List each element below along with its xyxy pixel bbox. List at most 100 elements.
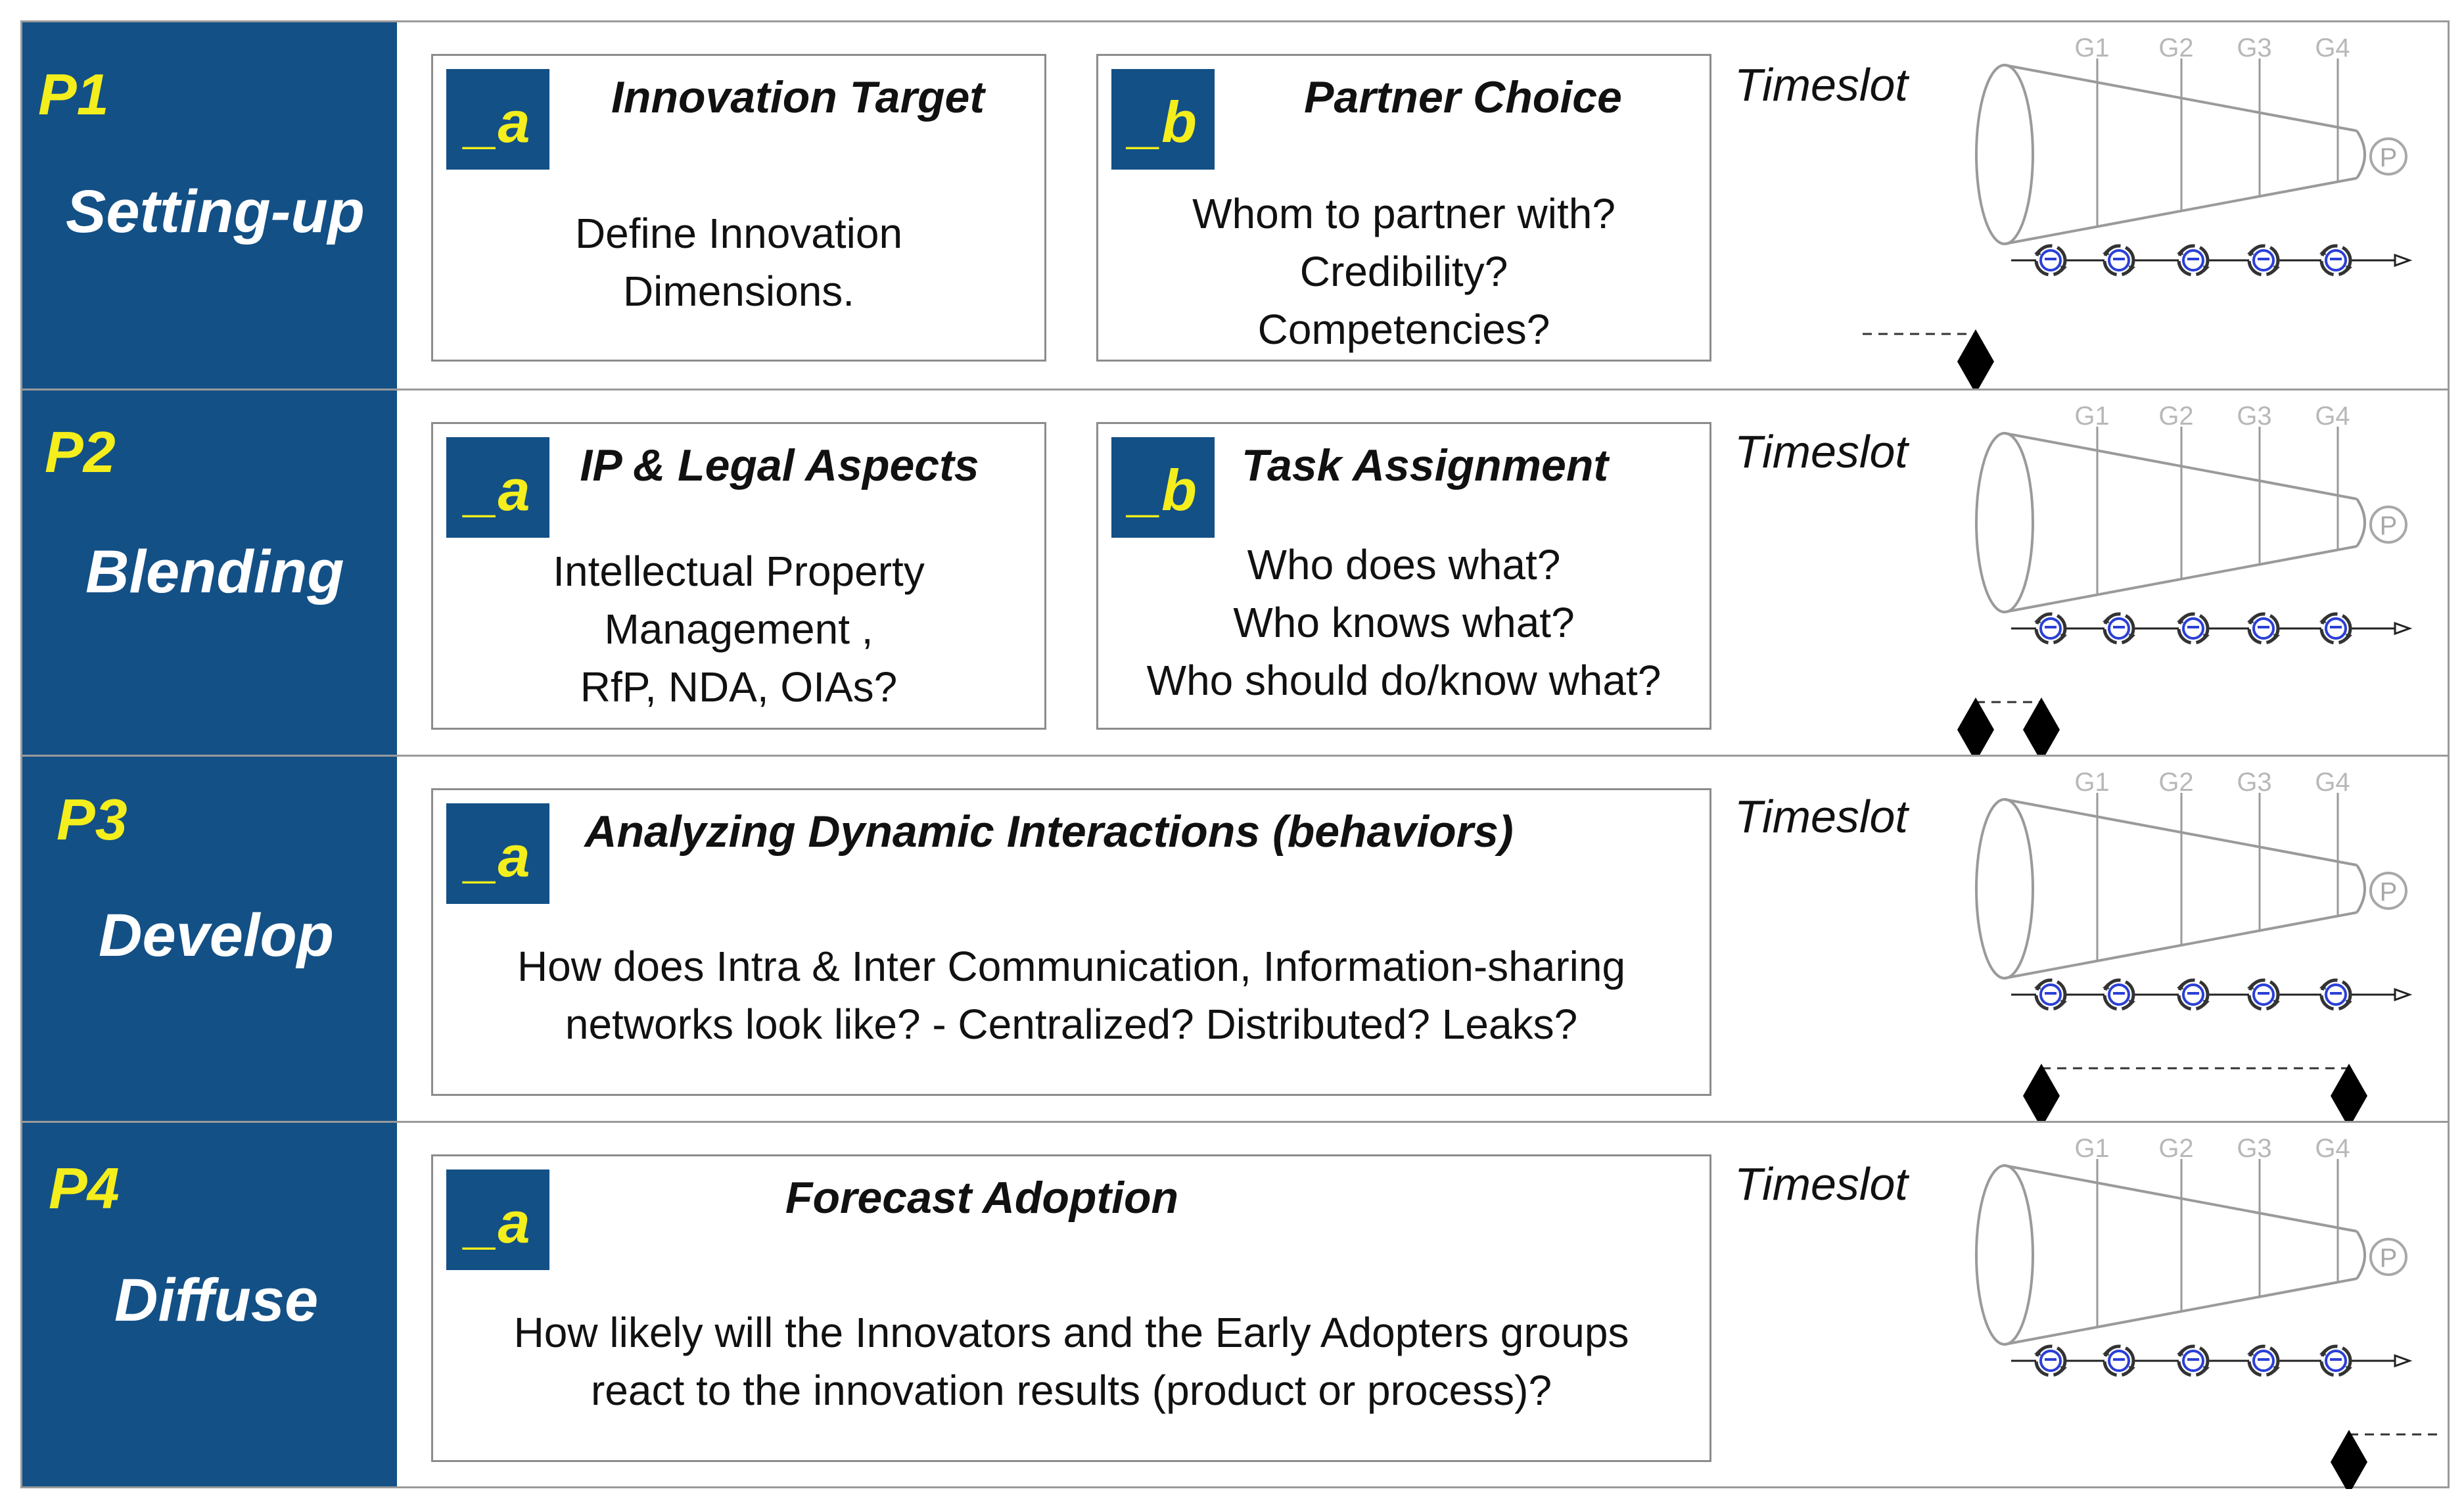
refresh-cycle-icon (2247, 244, 2280, 277)
task-description: Whom to partner with? Credibility? Compe… (1192, 190, 1616, 353)
refresh-cycle-icon (2103, 612, 2135, 645)
task-title: Forecast Adoption (785, 1173, 1179, 1223)
phase-row-p1: P1 Setting-up _a Innovation Target Defin… (22, 22, 2448, 394)
circled-p-icon (2369, 872, 2407, 910)
task-title: Innovation Target (611, 72, 985, 122)
funnel-bottom-edge (2004, 1277, 2358, 1346)
phase-name: Develop (99, 902, 334, 969)
funnel-diagram-icon: G1 G2 G3 G4P (1975, 768, 2413, 1128)
refresh-cycle-icon (2319, 244, 2352, 277)
task-description: Who does what? Who knows what? Who shoul… (1146, 541, 1662, 704)
gate-label: G2 (2158, 1134, 2193, 1163)
gate-label: G1 (2074, 34, 2109, 62)
refresh-cycle-icon (2247, 612, 2280, 645)
phase-row-p4: P4 Diffuse _a Forecast Adoption How like… (22, 1121, 2448, 1494)
task-tag: _b (1111, 437, 1215, 538)
funnel-tip (2356, 864, 2366, 914)
circled-p-icon (2369, 1238, 2407, 1276)
diamond-milestone-icon (1957, 697, 1994, 762)
phase-header-p4: P4 Diffuse (22, 1123, 397, 1486)
timeline-arrow-icon (2394, 1354, 2413, 1368)
end-marker-label: P (2380, 511, 2398, 540)
task-box-p1-b: _b Partner Choice Whom to partner with? … (1096, 54, 1711, 362)
phase-table: P1 Setting-up _a Innovation Target Defin… (20, 20, 2450, 1494)
diamond-milestone-icon (1957, 329, 1994, 394)
task-tag: _a (446, 437, 549, 538)
funnel-bottom-edge (2004, 545, 2358, 613)
task-box-p3-a: _a Analyzing Dynamic Interactions (behav… (431, 788, 1711, 1096)
refresh-cycle-icon (2103, 1344, 2135, 1377)
task-box-p2-b: _b Task Assignment Who does what? Who kn… (1096, 422, 1711, 730)
gate-label: G4 (2315, 768, 2350, 797)
funnel-mouth (1975, 432, 2034, 613)
funnel-tip (2356, 1230, 2366, 1280)
refresh-cycle-icon (2247, 1344, 2280, 1377)
refresh-cycle-icon (2177, 244, 2210, 277)
timeline-arrow-icon (2394, 621, 2413, 636)
gate-label: G1 (2074, 768, 2109, 797)
refresh-cycle-icon (2177, 978, 2210, 1011)
refresh-cycle-icon (2319, 1344, 2352, 1377)
refresh-cycle-icon (2247, 978, 2280, 1011)
gate-label: G2 (2158, 34, 2193, 62)
circled-p-icon (2369, 506, 2407, 544)
diamond-milestone-icon (2331, 1064, 2367, 1128)
timeslot-label: Timeslot (1734, 1158, 1908, 1210)
funnel-tip (2356, 130, 2366, 179)
gate-label: G3 (2237, 402, 2271, 431)
funnel-mouth (1975, 798, 2034, 980)
diamond-milestone-icon (2023, 697, 2060, 762)
gate-label: G3 (2237, 34, 2271, 62)
phase-header-p2: P2 Blending (22, 390, 397, 755)
phase-name: Blending (85, 538, 344, 605)
phase-name: Diffuse (114, 1267, 319, 1334)
gate-label: G3 (2237, 768, 2271, 797)
task-description: Intellectual Property Management , RfP, … (553, 548, 925, 711)
phase-id: P2 (45, 419, 116, 484)
refresh-cycle-icon (2103, 978, 2135, 1011)
task-title: IP & Legal Aspects (580, 440, 979, 490)
gate-label: G4 (2315, 402, 2350, 431)
phase-id: P3 (57, 787, 128, 852)
timeline-arrow-icon (2394, 987, 2413, 1002)
task-box-p1-a: _a Innovation Target Define Innovation D… (431, 54, 1046, 362)
funnel-bottom-edge (2004, 177, 2358, 245)
task-title: Analyzing Dynamic Interactions (behavior… (584, 807, 1514, 857)
task-tag: _a (446, 803, 549, 904)
phase-name: Setting-up (66, 178, 365, 245)
funnel-mouth (1975, 1164, 2034, 1346)
phase-row-p2: P2 Blending _a IP & Legal Aspects Intell… (22, 389, 2448, 762)
task-box-p2-a: _a IP & Legal Aspects Intellectual Prope… (431, 422, 1046, 730)
timeslot-label: Timeslot (1734, 59, 1908, 110)
timeslot-label: Timeslot (1734, 791, 1908, 842)
circled-p-icon (2369, 137, 2407, 176)
phase-id: P1 (38, 62, 109, 127)
funnel-bottom-edge (2004, 911, 2358, 980)
timeslot-label: Timeslot (1734, 426, 1908, 477)
gate-label: G1 (2074, 1134, 2109, 1163)
phase-id: P4 (49, 1156, 120, 1221)
timeline-arrow-icon (2394, 253, 2413, 268)
gate-label: G2 (2158, 402, 2193, 431)
task-description: Define Innovation Dimensions. (574, 210, 903, 315)
task-tag: _a (446, 1169, 549, 1270)
phase-header-p3: P3 Develop (22, 757, 397, 1121)
task-description: How likely will the Innovators and the E… (513, 1309, 1629, 1414)
funnel-tip (2356, 498, 2366, 548)
gate-label: G2 (2158, 768, 2193, 797)
diamond-milestone-icon (2023, 1064, 2060, 1128)
phase-row-p3: P3 Develop _a Analyzing Dynamic Interact… (22, 755, 2448, 1128)
gate-label: G4 (2315, 34, 2350, 62)
refresh-cycle-icon (2177, 1344, 2210, 1377)
task-title: Task Assignment (1241, 440, 1608, 490)
refresh-cycle-icon (2034, 612, 2067, 645)
diamond-milestone-icon (2331, 1430, 2367, 1494)
end-marker-label: P (2380, 1244, 2398, 1273)
end-marker-label: P (2380, 878, 2398, 907)
task-description: How does Intra & Inter Communication, In… (517, 943, 1626, 1048)
